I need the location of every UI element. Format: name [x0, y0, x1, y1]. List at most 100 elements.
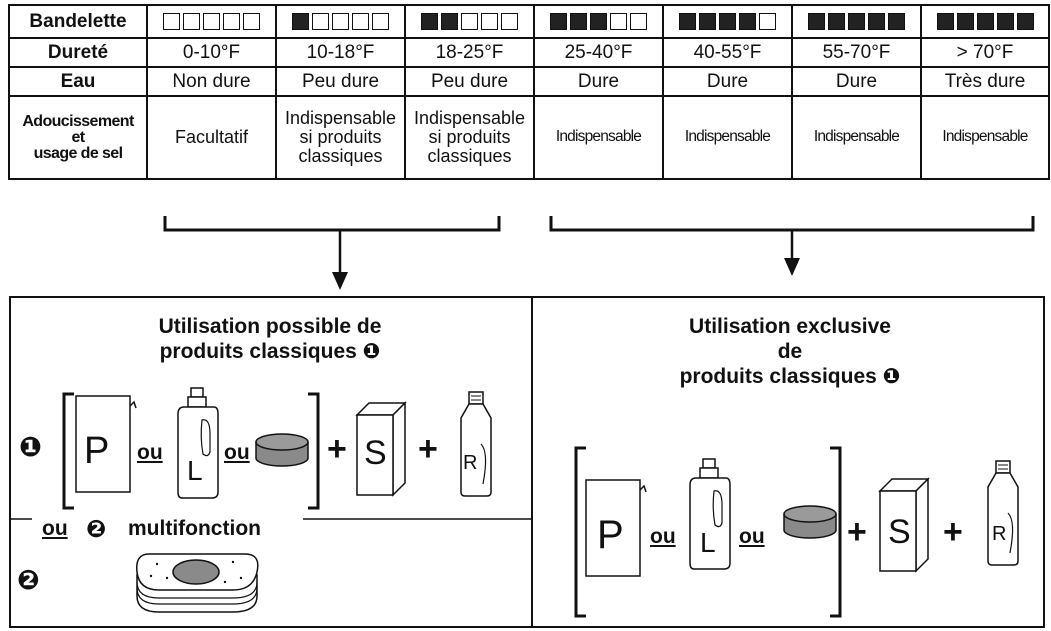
test-strip — [421, 13, 518, 31]
strip-square-empty — [183, 13, 200, 31]
softening-cell: Indispensable — [662, 95, 793, 180]
bracket-right-icon — [549, 216, 1035, 232]
strip-square-empty — [372, 13, 389, 31]
strip-square-filled — [936, 13, 954, 31]
arrow-down-icon — [332, 272, 348, 290]
left-panel-title: Utilisation possible de produits classiq… — [158, 315, 382, 363]
panels-frame — [9, 296, 1045, 628]
strip-square-filled — [292, 13, 309, 31]
strip-square-empty — [203, 13, 220, 31]
rinse-letter: R — [992, 523, 1007, 545]
bracket-open-icon — [574, 446, 586, 618]
strip-square-filled — [739, 13, 756, 31]
test-strip — [292, 13, 389, 31]
softening-row: Adoucissement et usage de sel Facultatif… — [8, 95, 1050, 180]
strip-square-filled — [996, 13, 1014, 31]
water-cell: Peu dure — [404, 66, 535, 97]
row-header-water: Eau — [8, 66, 148, 97]
water-cell: Peu dure — [275, 66, 406, 97]
strip-cell — [533, 4, 664, 39]
strip-square-filled — [808, 13, 825, 31]
strip-square-empty — [501, 13, 518, 31]
strip-square-empty — [352, 13, 369, 31]
strip-square-empty — [223, 13, 240, 31]
water-cell: Très dure — [920, 66, 1050, 97]
strip-square-filled — [570, 13, 587, 31]
strip-square-filled — [550, 13, 567, 31]
strip-cell — [146, 4, 277, 39]
test-strip — [936, 13, 1034, 31]
softening-line: si produits — [299, 127, 382, 148]
strip-square-empty — [759, 13, 776, 31]
softening-line: classiques — [427, 145, 512, 166]
multifunction-or: ou — [36, 517, 74, 541]
strip-square-filled — [699, 13, 716, 31]
liquid-letter: L — [700, 527, 716, 558]
hardness-cell: 25-40°F — [533, 37, 664, 68]
softening-line: Indispensable — [684, 128, 771, 146]
strip-square-filled — [1016, 13, 1034, 31]
strip-square-filled — [828, 13, 845, 31]
strip-cell — [920, 4, 1050, 39]
salt-letter: S — [888, 513, 911, 551]
softening-cell: Indispensable — [920, 95, 1050, 180]
strip-square-empty — [481, 13, 498, 31]
multifunction-tablet-icon — [136, 553, 259, 613]
strip-square-empty — [312, 13, 329, 31]
strip-square-filled — [679, 13, 696, 31]
or-label: ou — [224, 441, 250, 464]
strip-square-filled — [956, 13, 974, 31]
softening-cell: Indispensable — [533, 95, 664, 180]
step-1-marker: ❶ — [19, 432, 42, 462]
test-strip — [163, 13, 260, 31]
softening-line: Indispensable — [413, 108, 526, 129]
plus-sign: + — [943, 513, 963, 551]
plus-sign: + — [847, 513, 867, 551]
right-panel-title: Utilisation exclusive de produits classi… — [679, 315, 901, 388]
bracket-open-icon — [62, 392, 74, 510]
bracket-close-icon — [830, 446, 842, 618]
strip-cell — [791, 4, 922, 39]
hardness-table: Bandelette Dureté 0-10°F 10-18°F 18-25°F… — [8, 4, 1050, 180]
salt-letter: S — [364, 434, 387, 472]
hardness-cell: 40-55°F — [662, 37, 793, 68]
strip-square-empty — [610, 13, 627, 31]
arrow-down-icon — [784, 258, 800, 276]
hardness-cell: 18-25°F — [404, 37, 535, 68]
strip-square-filled — [848, 13, 865, 31]
softening-line: classiques — [298, 145, 383, 166]
or-label: ou — [137, 441, 163, 464]
hardness-cell: 0-10°F — [146, 37, 277, 68]
multifunction-label: multifonction — [124, 517, 269, 541]
strip-cell — [275, 4, 406, 39]
strip-square-filled — [888, 13, 905, 31]
strip-square-empty — [630, 13, 647, 31]
softening-line: Indispensable — [555, 128, 642, 146]
strip-cell — [404, 4, 535, 39]
row-header-softening-line: Adoucissement — [22, 112, 134, 130]
softening-line: Facultatif — [174, 127, 249, 148]
bracket-close-icon — [308, 392, 320, 510]
plus-sign: + — [327, 430, 347, 468]
test-strip — [679, 13, 776, 31]
water-cell: Dure — [791, 66, 922, 97]
rinse-letter: R — [463, 452, 478, 474]
or-label: ou — [650, 525, 676, 548]
strip-square-filled — [421, 13, 438, 31]
softening-cell: Indispensable si produits classiques — [404, 95, 535, 180]
hardness-cell: 10-18°F — [275, 37, 406, 68]
softening-cell: Facultatif — [146, 95, 277, 180]
water-row: Eau Non dure Peu dure Peu dure Dure Dure… — [8, 66, 1050, 97]
strip-square-empty — [461, 13, 478, 31]
softening-line: Indispensable — [284, 108, 397, 129]
row-header-hardness: Dureté — [8, 37, 148, 68]
hardness-cell: > 70°F — [920, 37, 1050, 68]
multifunction-marker: ❷ — [84, 515, 109, 544]
strip-square-filled — [719, 13, 736, 31]
row-header-strip: Bandelette — [8, 4, 148, 39]
strip-square-filled — [868, 13, 885, 31]
hardness-row: Dureté 0-10°F 10-18°F 18-25°F 25-40°F 40… — [8, 37, 1050, 68]
strip-square-filled — [590, 13, 607, 31]
step-2-marker: ❷ — [17, 565, 40, 595]
